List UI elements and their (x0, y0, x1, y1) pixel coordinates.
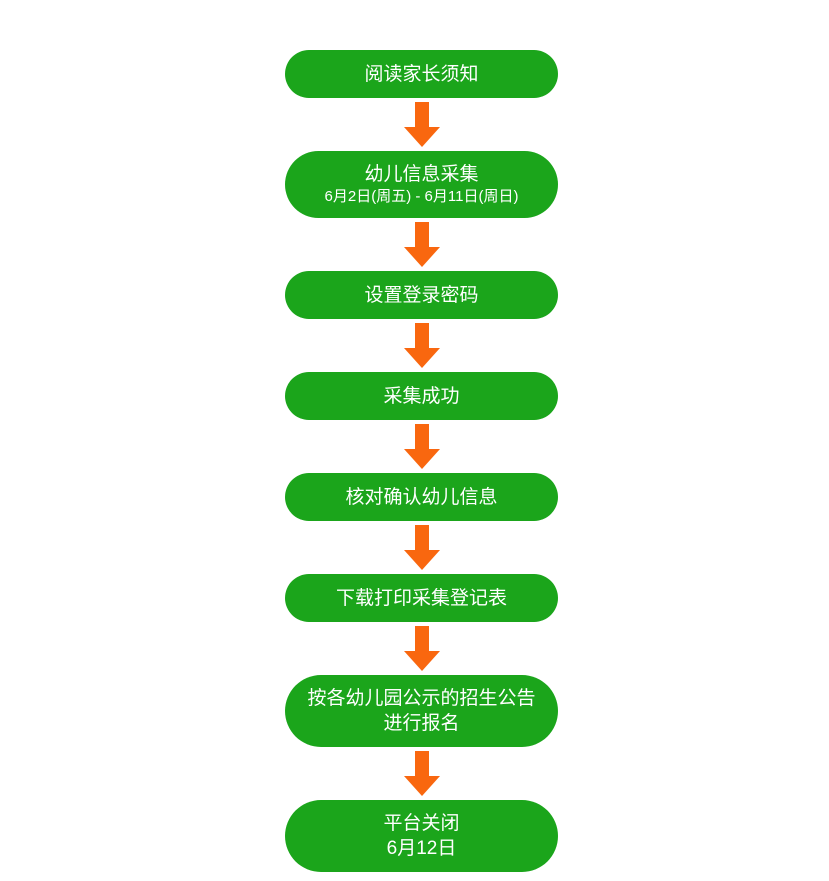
flow-step-label: 进行报名 (383, 713, 460, 734)
flow-step: 下载打印采集登记表 (285, 574, 558, 622)
down-arrow-head (403, 776, 440, 796)
flow-step-label: 按各幼儿园公示的招生公告 (307, 688, 536, 709)
flow-step: 按各幼儿园公示的招生公告进行报名 (285, 675, 558, 747)
down-arrow-shaft (414, 525, 429, 550)
down-arrow-shaft (414, 102, 429, 127)
down-arrow-head (403, 247, 440, 267)
flowchart: 阅读家长须知幼儿信息采集 6月2日(周五) - 6月11日(周日) 设置登录密码采集… (272, 0, 572, 872)
down-arrow-icon (403, 525, 440, 570)
flow-step: 设置登录密码 (285, 271, 558, 319)
flow-step-label: 平台关闭 (383, 813, 460, 834)
flow-step-label: 核对确认幼儿信息 (345, 486, 498, 508)
flow-step: 采集成功 (285, 372, 558, 420)
down-arrow-icon (403, 323, 440, 368)
flow-step-label: 6月12日 (386, 838, 457, 859)
down-arrow-shaft (414, 626, 429, 651)
flow-step: 阅读家长须知 (285, 50, 558, 98)
down-arrow-shaft (414, 222, 429, 247)
flow-step-dates: 6月2日(周五) - 6月11日(周日) (324, 188, 519, 205)
flow-step-label: 下载打印采集登记表 (335, 587, 507, 609)
down-arrow-head (403, 348, 440, 368)
down-arrow-icon (403, 222, 440, 267)
flow-step: 幼儿信息采集 6月2日(周五) - 6月11日(周日) (285, 151, 558, 218)
flow-step: 平台关闭 6月12日 (285, 800, 558, 872)
down-arrow-shaft (414, 323, 429, 348)
down-arrow-head (403, 651, 440, 671)
down-arrow-shaft (414, 424, 429, 449)
flow-step-label: 设置登录密码 (364, 284, 479, 306)
flow-step-label: 幼儿信息采集 (364, 164, 479, 185)
down-arrow-icon (403, 424, 440, 469)
down-arrow-head (403, 127, 440, 147)
flow-step: 核对确认幼儿信息 (285, 473, 558, 521)
down-arrow-icon (403, 102, 440, 147)
down-arrow-icon (403, 626, 440, 671)
down-arrow-icon (403, 751, 440, 796)
flow-step-label: 采集成功 (383, 385, 460, 407)
flow-step-label: 阅读家长须知 (364, 63, 479, 85)
down-arrow-shaft (414, 751, 429, 776)
down-arrow-head (403, 449, 440, 469)
down-arrow-head (403, 550, 440, 570)
